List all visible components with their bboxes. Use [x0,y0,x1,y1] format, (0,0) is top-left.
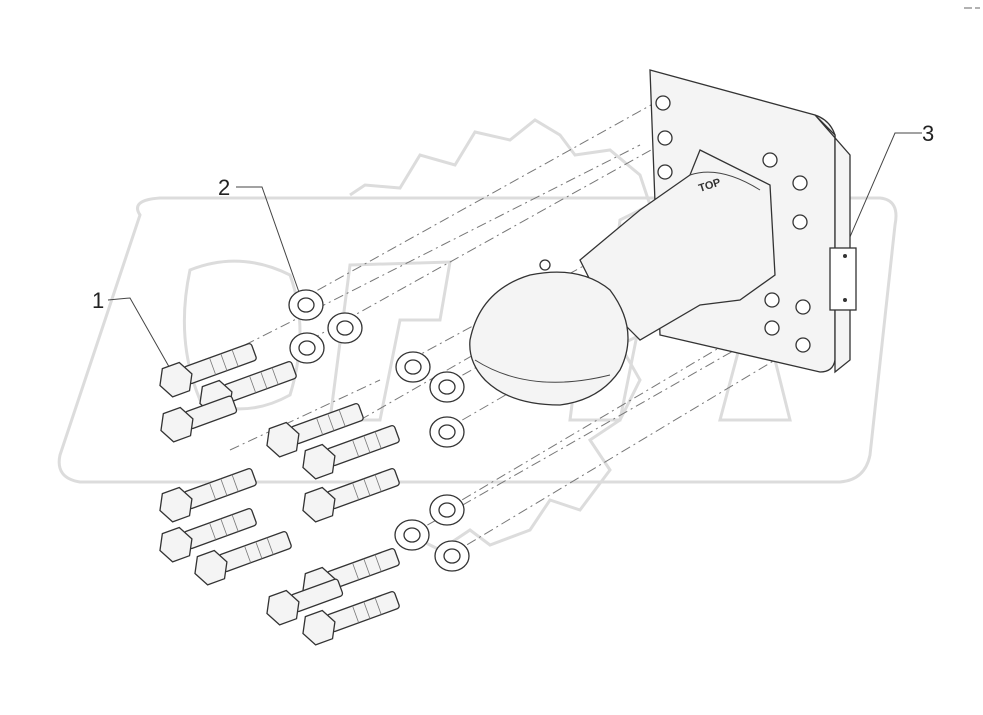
washer [429,416,465,448]
hex-bolt [266,578,344,626]
washer [395,351,431,383]
hitch-ball-head [469,271,629,406]
plate-bolt-holes [655,95,811,353]
hex-bolt [302,591,400,646]
hitch-shank [579,149,776,341]
washer [429,494,465,526]
callout-1: 1 [92,288,104,313]
leader-lines [107,132,922,373]
callout-3: 3 [922,121,934,146]
hex-bolt [160,395,238,443]
washer [327,312,363,344]
hex-bolt [302,425,400,480]
washer [394,519,430,551]
hex-bolt [266,403,364,458]
hex-bolt [159,343,257,398]
callout-2: 2 [218,175,230,200]
hex-bolt [159,468,257,523]
washer [288,289,324,321]
washer [429,371,465,403]
towing-hitch-assembly: TOP [469,69,857,406]
washer [434,540,470,572]
hex-bolts [159,343,400,646]
hex-bolt [194,531,292,586]
hex-bolt [302,468,400,523]
identification-plate [829,247,857,311]
washer [289,332,325,364]
washers [288,289,470,572]
hex-bolt [159,508,257,563]
